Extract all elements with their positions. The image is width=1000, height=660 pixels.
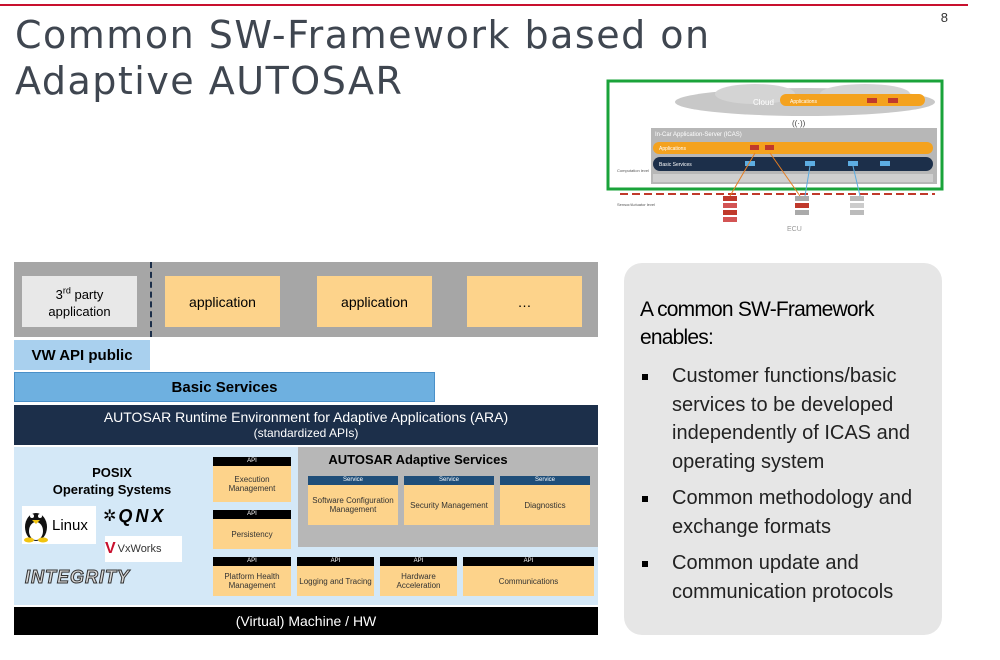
vxworks-logo: V VxWorks <box>105 536 182 562</box>
posix-line-2: Operating Systems <box>52 482 172 497</box>
card-heading: A common SW-Framework enables: <box>640 298 875 349</box>
icas-apps-bar <box>653 142 933 154</box>
antenna-icon: ((·)) <box>792 119 806 128</box>
adaptive-services-title: AUTOSAR Adaptive Services <box>328 452 508 467</box>
title-line-2: Adaptive AUTOSAR <box>15 59 404 103</box>
api-tag-communications: API <box>463 557 594 566</box>
posix-label: POSIX Operating Systems <box>22 464 202 498</box>
integrity-logo: INTEGRITY <box>25 567 131 588</box>
bullet-square-icon <box>642 561 648 567</box>
api-tag-logging: API <box>297 557 374 566</box>
computation-level-label: Computation level <box>617 168 649 173</box>
cloud-shape: Cloud Applications <box>675 84 935 116</box>
application-box-2: application <box>317 276 432 327</box>
icas-basic-services-bar <box>653 157 933 171</box>
icas-diagram: Cloud Applications ((·)) In-Car Applicat… <box>605 78 945 238</box>
service-tag-2: Service <box>404 476 494 485</box>
api-tag-persistency: API <box>213 510 291 519</box>
linux-wordmark: Linux <box>52 516 88 534</box>
cloud-label: Cloud <box>753 98 774 107</box>
bullet-text-3: Common update and communication protocol… <box>672 552 894 603</box>
diagnostics-box: Diagnostics <box>500 485 590 525</box>
icas-apps-label: Applications <box>659 146 686 152</box>
icas-server-label: In-Car Application-Server (ICAS) <box>655 132 742 138</box>
posix-line-1: POSIX <box>92 465 132 480</box>
info-card <box>624 263 942 635</box>
api-tag-execution: API <box>213 457 291 466</box>
linux-logo: Linux <box>22 506 96 544</box>
api-tag-hardware: API <box>380 557 457 566</box>
title-line-1: Common SW-Framework based on <box>15 13 711 57</box>
ecu-stack-3 <box>850 196 864 215</box>
service-tag-1: Service <box>308 476 398 485</box>
bullet-item-2: Common methodology and exchange formats <box>640 484 935 541</box>
vxworks-wordmark: VxWorks <box>117 543 162 555</box>
cloud-apps-label: Applications <box>790 99 817 105</box>
ara-subtitle: (standardized APIs) <box>253 426 359 440</box>
security-management-box: Security Management <box>404 485 494 525</box>
execution-management-box: Execution Management <box>213 466 291 502</box>
top-accent-line <box>0 4 968 6</box>
tux-icon <box>24 513 48 543</box>
icas-basic-services-label: Basic Services <box>659 162 692 168</box>
application-box-3: … <box>467 276 582 327</box>
bullet-text-1: Customer functions/basic services to be … <box>672 365 910 473</box>
bullet-item-1: Customer functions/basic services to be … <box>640 362 935 476</box>
qnx-burst-icon: ✲ <box>103 508 117 525</box>
software-configuration-management-box: Software Configuration Management <box>308 485 398 525</box>
card-bullet-list: Customer functions/basic services to be … <box>640 362 935 614</box>
communications-box: Communications <box>463 566 594 596</box>
icas-diagram-svg: Cloud Applications ((·)) In-Car Applicat… <box>606 79 944 233</box>
sensor-level-label: Sensor/Actuator level <box>617 202 655 207</box>
api-tag-platform-health: API <box>213 557 291 566</box>
ecu-stack-2 <box>795 196 809 215</box>
vxworks-v-icon: V <box>105 540 116 557</box>
third-party-line-2: application <box>48 304 111 320</box>
bullet-square-icon <box>642 374 648 380</box>
ara-bar: AUTOSAR Runtime Environment for Adaptive… <box>14 405 598 445</box>
slide-title: Common SW-Framework based on Adaptive AU… <box>15 12 715 104</box>
hardware-acceleration-box: Hardware Acceleration <box>380 566 457 596</box>
application-box-1: application <box>165 276 280 327</box>
persistency-box: Persistency <box>213 519 291 549</box>
page-number: 8 <box>940 10 948 25</box>
basic-services-bar: Basic Services <box>14 372 435 402</box>
layer-divider-dashed <box>150 262 152 337</box>
third-party-line-1: 3rd party <box>55 285 104 303</box>
ecu-label: ECU <box>787 226 802 233</box>
icas-highlight-frame <box>606 79 944 191</box>
service-tag-3: Service <box>500 476 590 485</box>
machine-hw-bar: (Virtual) Machine / HW <box>14 607 598 635</box>
third-party-app-box: 3rd party application <box>22 276 137 327</box>
logging-and-tracing-box: Logging and Tracing <box>297 566 374 596</box>
platform-health-management-box: Platform Health Management <box>213 566 291 596</box>
qnx-logo: ✲ QNX <box>103 505 195 527</box>
ara-title: AUTOSAR Runtime Environment for Adaptive… <box>103 409 509 425</box>
bullet-item-3: Common update and communication protocol… <box>640 549 935 606</box>
qnx-wordmark: QNX <box>118 505 167 526</box>
ecu-stack-1 <box>723 196 737 222</box>
vw-api-public-bar: VW API public <box>14 340 150 370</box>
bullet-text-2: Common methodology and exchange formats <box>672 487 913 538</box>
bullet-square-icon <box>642 496 648 502</box>
